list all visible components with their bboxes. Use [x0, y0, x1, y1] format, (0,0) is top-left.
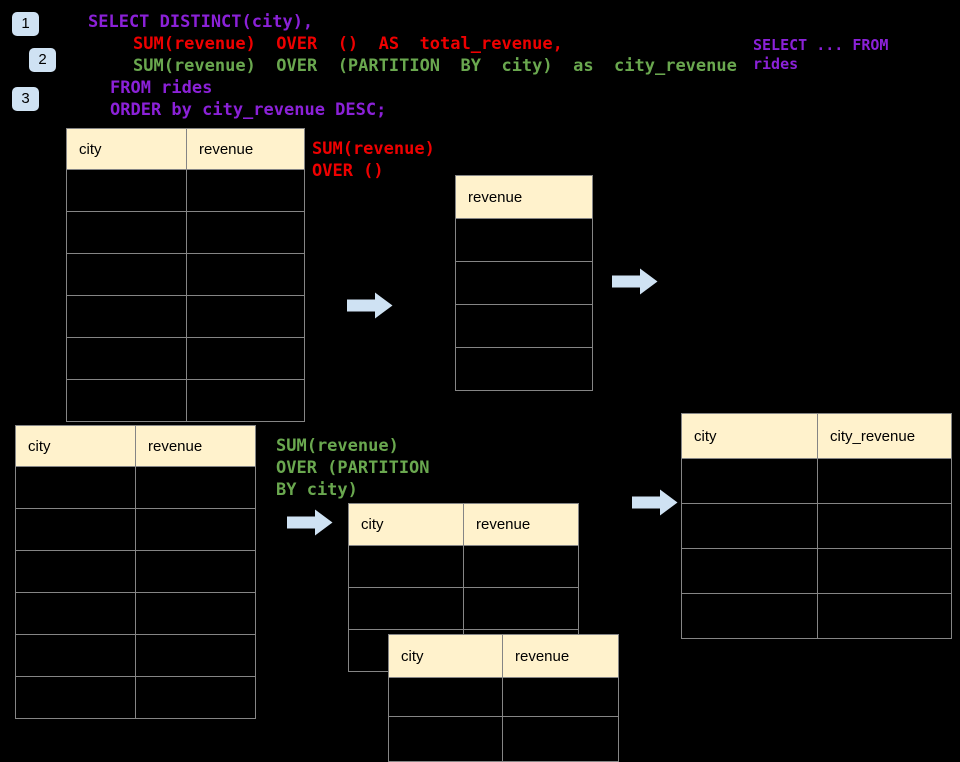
table-row — [349, 545, 578, 587]
column-header-revenue: revenue — [148, 437, 203, 455]
table-partition-front: city revenue — [388, 634, 619, 762]
table-row — [67, 253, 304, 295]
label-total-line1: SUM(revenue) — [312, 139, 435, 159]
step-badge-3: 3 — [12, 87, 39, 111]
label-partition-line2: OVER (PARTITION — [276, 458, 430, 478]
table-row — [682, 458, 951, 503]
sql-line-partition: SUM(revenue) OVER (PARTITION BY city) as… — [133, 56, 737, 76]
table-source-bottom: city revenue — [15, 425, 256, 719]
sql-line-select: SELECT DISTINCT(city), — [88, 12, 314, 32]
column-header-revenue: revenue — [199, 140, 254, 158]
flow-arrow-partition — [287, 509, 333, 536]
table-row — [456, 218, 592, 261]
table-row — [349, 587, 578, 629]
column-header-city: city — [349, 504, 464, 545]
table-row — [67, 379, 304, 421]
table-partition-mid: city revenue — [348, 503, 579, 672]
table-row — [389, 677, 618, 716]
column-header-city: city — [16, 426, 136, 466]
step-badge-1: 1 — [12, 12, 39, 36]
table-row — [16, 634, 255, 676]
column-header-city-revenue: city_revenue — [830, 427, 916, 445]
table-city-revenue-result: city city_revenue — [681, 413, 952, 639]
table-source-top: city revenue — [66, 128, 305, 422]
column-header-city: city — [389, 635, 503, 677]
table-row — [16, 508, 255, 550]
label-total-line2: OVER () — [312, 161, 384, 181]
table-row — [67, 211, 304, 253]
note-select-from: SELECT ... FROM — [753, 36, 889, 54]
table-row — [16, 466, 255, 508]
table-row — [456, 261, 592, 304]
sql-line-from: FROM rides — [110, 78, 213, 98]
flow-arrow-total — [347, 292, 393, 319]
column-header-city: city — [682, 414, 818, 458]
table-row — [682, 593, 951, 638]
sql-line-order: ORDER by city_revenue DESC; — [110, 100, 387, 120]
table-row — [67, 295, 304, 337]
column-header-revenue: revenue — [468, 188, 523, 206]
column-header-city: city — [67, 129, 187, 169]
column-header-revenue: revenue — [515, 647, 570, 665]
column-header-revenue: revenue — [476, 516, 531, 533]
label-partition-line3: BY city) — [276, 480, 358, 500]
table-row — [16, 550, 255, 592]
table-row — [456, 347, 592, 390]
table-row — [389, 716, 618, 761]
flow-arrow-partition-out — [632, 489, 678, 516]
table-row — [67, 337, 304, 379]
step-badge-2: 2 — [29, 48, 56, 72]
sql-line-total: SUM(revenue) OVER () AS total_revenue, — [133, 34, 563, 54]
table-row — [682, 503, 951, 548]
label-partition-line1: SUM(revenue) — [276, 436, 399, 456]
table-row — [682, 548, 951, 593]
table-row — [16, 676, 255, 718]
table-row — [67, 169, 304, 211]
table-total-result: revenue — [455, 175, 593, 391]
flow-arrow-total-out — [612, 268, 658, 295]
slide-canvas: { "colors": { "background": "#000000", "… — [12, 12, 952, 762]
table-row — [16, 592, 255, 634]
note-rides: rides — [753, 55, 799, 73]
table-row — [456, 304, 592, 347]
